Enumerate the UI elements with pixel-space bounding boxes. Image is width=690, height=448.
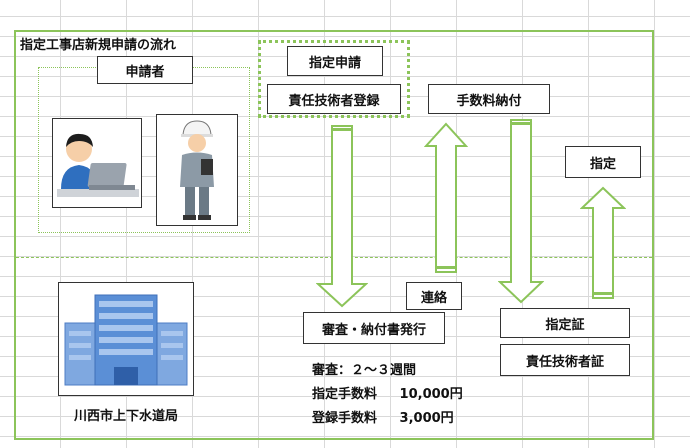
contact-label: 連絡	[406, 282, 462, 310]
engineer-registration-label: 責任技術者登録	[267, 84, 401, 114]
worker-illustration	[156, 114, 238, 226]
registration-fee-note: 登録手数料 3,000円	[312, 407, 454, 426]
outer-frame	[14, 30, 654, 440]
bureau-illustration	[58, 282, 194, 396]
designation-label: 指定	[565, 146, 641, 178]
applicant-computer-illustration	[52, 118, 142, 208]
fee-payment-label: 手数料納付	[428, 84, 550, 114]
application-label: 指定申請	[287, 46, 383, 76]
person-at-computer-icon	[57, 133, 139, 197]
note-value: 3,000円	[399, 411, 454, 426]
bureau-label: 川西市上下水道局	[73, 409, 178, 424]
construction-worker-icon	[180, 120, 214, 220]
down-arrow-payment	[498, 119, 544, 304]
engineer-certificate-label: 責任技術者証	[500, 344, 630, 376]
down-arrow-submission	[316, 125, 368, 308]
up-arrow-contact	[424, 122, 468, 273]
applicant-label: 申請者	[97, 56, 193, 84]
note-label: 審査：２～３週間	[312, 363, 417, 378]
note-label: 指定手数料	[312, 387, 378, 402]
review-duration-note: 審査：２～３週間	[312, 359, 416, 378]
submission-group	[258, 40, 410, 118]
note-label: 登録手数料	[312, 411, 378, 426]
review-label: 審査・納付書発行	[303, 312, 445, 344]
designation-fee-note: 指定手数料 10,000円	[312, 383, 463, 402]
page-title: 指定工事店新規申請の流れ	[20, 38, 177, 53]
designation-certificate-label: 指定証	[500, 308, 630, 338]
note-value: 10,000円	[399, 387, 463, 402]
up-arrow-designation	[580, 186, 626, 299]
office-building-icon	[64, 294, 188, 386]
